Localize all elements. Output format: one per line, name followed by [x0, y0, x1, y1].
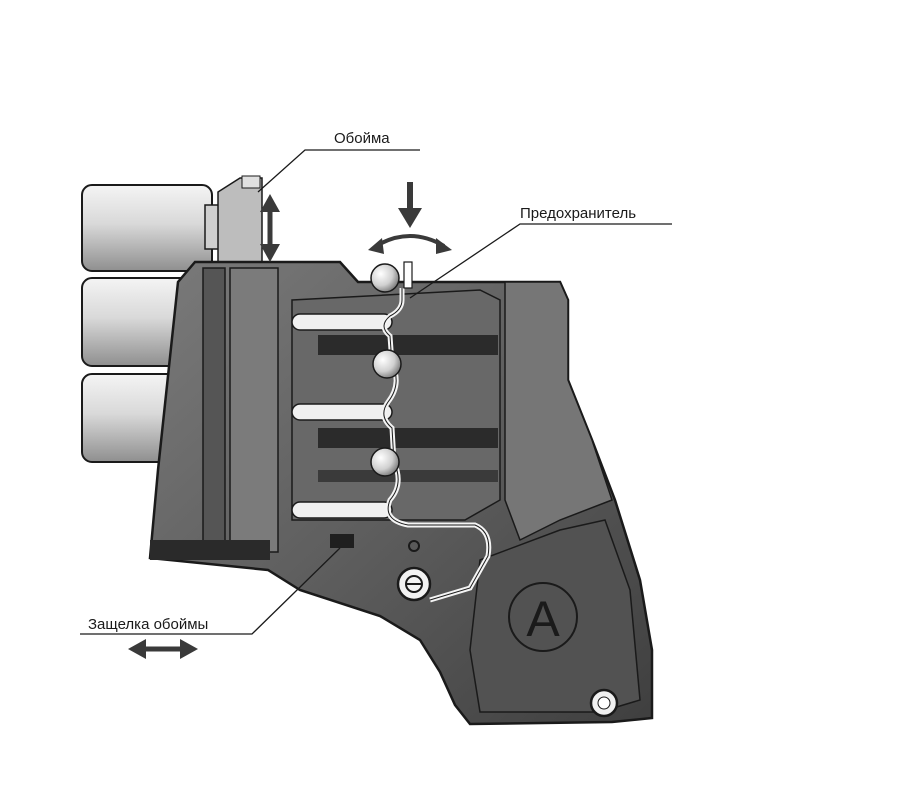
clip-vertical-arrow-icon [260, 194, 280, 262]
striker-3 [291, 501, 393, 519]
striker-1 [291, 313, 393, 331]
motion-arrows [128, 182, 452, 659]
safety-label: Предохранитель [520, 205, 636, 222]
clip-latch-button [330, 534, 354, 548]
emblem-circle [508, 582, 578, 652]
emblem: A [508, 582, 578, 652]
detent-ball-2 [372, 349, 402, 379]
frame-front-rail-2 [229, 267, 279, 553]
detent-ball-3 [370, 447, 400, 477]
slot-2 [318, 428, 498, 448]
leader-lines [80, 149, 672, 635]
clip-leader-line [257, 149, 420, 193]
safety-leader-line [409, 223, 672, 299]
clip-latch-label: Защелка обоймы [88, 616, 208, 633]
pistol-frame [148, 260, 654, 726]
frame-backstrap [504, 281, 613, 542]
clip-plate-ridge [241, 175, 261, 189]
emblem-letter: A [526, 591, 560, 647]
slot-1 [318, 335, 498, 355]
firing-mechanism [291, 261, 492, 603]
safety-lever [403, 261, 413, 289]
latch-leader-line [80, 547, 341, 635]
frame-lower-strip [150, 540, 270, 560]
grip-panel [469, 519, 641, 713]
pivot-pin [408, 540, 420, 552]
latch-horizontal-arrow-icon [128, 639, 198, 659]
detent-ball-1 [370, 263, 400, 293]
clip-plate [217, 177, 263, 263]
striker-2 [291, 403, 393, 421]
frame-front-rail [202, 267, 226, 553]
safety-rotate-arrow-icon [368, 234, 452, 254]
safety-press-arrow-icon [398, 182, 422, 228]
cylinder-top [81, 184, 213, 272]
slot-3 [318, 470, 498, 482]
clip-label: Обойма [334, 130, 390, 147]
